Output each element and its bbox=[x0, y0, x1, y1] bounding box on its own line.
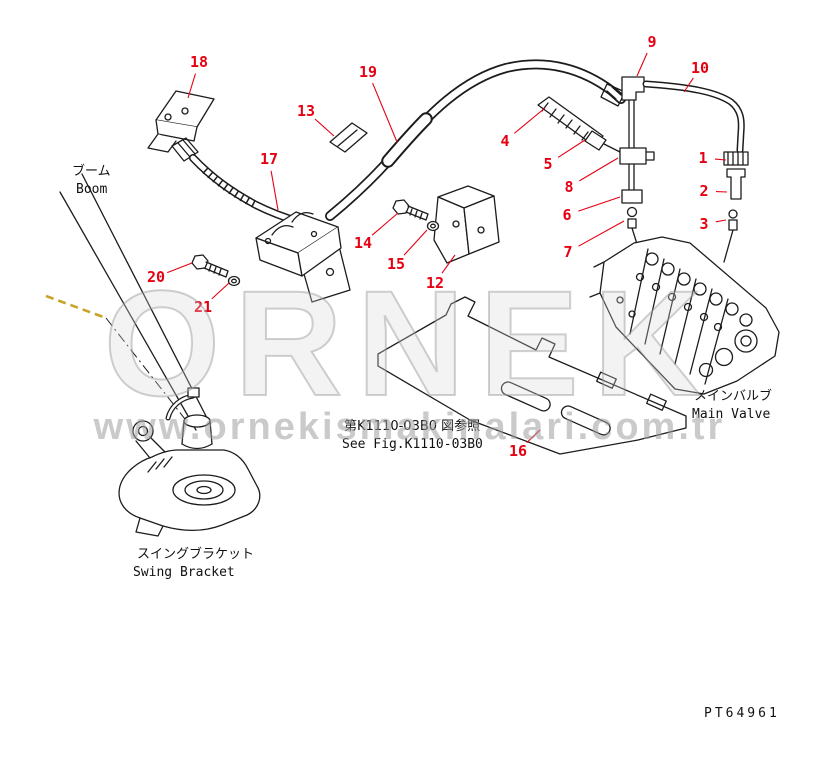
text-labels: ブーム Boom メインバルブ Main Valve 第K1110-03B0 図… bbox=[72, 163, 780, 721]
callout-leader-17 bbox=[270, 170, 279, 211]
callout-leader-20 bbox=[166, 262, 193, 274]
callout-leader-9 bbox=[636, 52, 648, 77]
callout-8: 8 bbox=[564, 178, 573, 196]
callout-4: 4 bbox=[500, 132, 509, 150]
callout-10: 10 bbox=[691, 59, 709, 77]
reference-label-jp: 第K1110-03B0 図参照 bbox=[344, 418, 480, 434]
callout-leader-3 bbox=[715, 219, 727, 223]
bracket-18-art bbox=[147, 90, 215, 153]
callout-leader-15 bbox=[403, 229, 428, 256]
callout-12: 12 bbox=[426, 274, 444, 292]
callout-14: 14 bbox=[354, 234, 372, 252]
clamp-17-art bbox=[255, 211, 351, 303]
bolt-20-art bbox=[191, 254, 229, 278]
pipe-run-art bbox=[619, 76, 655, 245]
boom-label-en: Boom bbox=[76, 182, 107, 197]
swing-bracket-label-jp: スイングブラケット bbox=[137, 546, 254, 562]
callout-leader-10 bbox=[683, 77, 694, 93]
callout-2: 2 bbox=[699, 182, 708, 200]
callout-7: 7 bbox=[563, 243, 572, 261]
boom-hose-art bbox=[171, 137, 304, 226]
callout-21: 21 bbox=[194, 298, 212, 316]
callout-17: 17 bbox=[260, 150, 278, 168]
callout-leader-4 bbox=[513, 107, 546, 134]
callout-9: 9 bbox=[647, 33, 656, 51]
callout-leader-6 bbox=[578, 196, 621, 212]
callout-leader-1 bbox=[714, 158, 727, 161]
callout-13: 13 bbox=[297, 102, 315, 120]
callout-leader-5 bbox=[557, 139, 586, 158]
washer-15-art bbox=[426, 220, 440, 232]
boom-reference-lines bbox=[45, 173, 209, 431]
callout-leader-13 bbox=[314, 118, 335, 137]
callout-16: 16 bbox=[509, 442, 527, 460]
callout-leader-19 bbox=[372, 82, 398, 143]
callout-5: 5 bbox=[543, 155, 552, 173]
callout-leader-16 bbox=[526, 429, 541, 444]
main-valve-label-jp: メインバルブ bbox=[694, 388, 772, 404]
callout-leader-8 bbox=[579, 157, 619, 182]
main-valve-art bbox=[589, 236, 780, 395]
hose-19-art bbox=[325, 59, 626, 221]
callout-19: 19 bbox=[359, 63, 377, 81]
callout-18: 18 bbox=[190, 53, 208, 71]
main-valve-label-en: Main Valve bbox=[692, 407, 770, 422]
fitting-4-5-art bbox=[537, 96, 621, 153]
swing-bracket-art bbox=[118, 387, 261, 537]
callout-15: 15 bbox=[387, 255, 405, 273]
drawing-code: PT64961 bbox=[704, 706, 780, 721]
tube-10-art bbox=[642, 80, 749, 263]
callout-6: 6 bbox=[562, 206, 571, 224]
plate-16-art bbox=[377, 296, 687, 455]
callout-leader-12 bbox=[441, 254, 456, 274]
swing-bracket-label-en: Swing Bracket bbox=[133, 565, 235, 580]
callout-leader-21 bbox=[211, 282, 230, 300]
callout-3: 3 bbox=[699, 215, 708, 233]
callout-1: 1 bbox=[698, 149, 707, 167]
reference-label-en: See Fig.K1110-03B0 bbox=[342, 437, 483, 452]
clamp-13-art bbox=[329, 122, 368, 153]
bolt-14-art bbox=[392, 199, 429, 221]
callout-leader-18 bbox=[187, 73, 197, 99]
callout-leader-14 bbox=[371, 212, 399, 236]
washer-21-art bbox=[227, 275, 241, 287]
boom-label-jp: ブーム bbox=[72, 163, 111, 179]
callout-leader-7 bbox=[578, 220, 625, 247]
bracket-12-art bbox=[433, 185, 500, 264]
callout-20: 20 bbox=[147, 268, 165, 286]
